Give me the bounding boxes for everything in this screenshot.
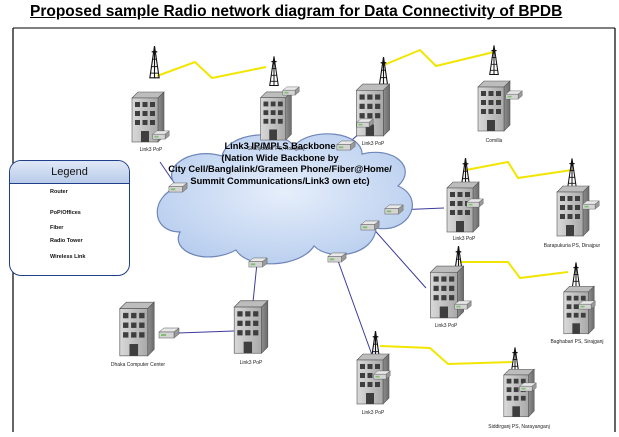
backbone-label-line: Link3 IP/MPLS Backbone	[224, 141, 336, 151]
backbone-label-line: City Cell/Banglalink/Grameen Phone/Fiber…	[168, 164, 392, 174]
node-label-barapukuria: Barapukuria PS, Dinajpur	[543, 243, 601, 249]
fiber-link-dhaka	[177, 330, 235, 334]
building-icon	[233, 300, 269, 354]
router-icon	[519, 382, 537, 392]
radio-tower-icon	[489, 45, 499, 75]
node-label-dhaka: Dhaka Computer Center	[110, 362, 166, 368]
building-icon	[119, 301, 155, 357]
wireless-links	[156, 48, 573, 366]
wireless-link-baghabari	[460, 261, 569, 280]
backbone-label-line: Summit Communications/Link3 own etc)	[190, 175, 370, 186]
node-label-pop-bottom: Link3 PoP	[361, 410, 385, 416]
router-icon	[152, 130, 170, 140]
radio-tower-icon	[567, 158, 577, 188]
wireless-link-shahjibazar	[156, 60, 267, 80]
router-icon	[454, 300, 472, 310]
router-icon	[327, 252, 347, 263]
fiber-link-bottom	[336, 257, 373, 356]
building-icon	[503, 368, 535, 418]
radio-tower-icon	[149, 45, 160, 79]
wireless-link-barapukuria	[465, 160, 573, 180]
router-icon	[282, 86, 300, 96]
node-label-pop-right-2: Link3 PoP	[434, 323, 458, 329]
router-icon	[505, 90, 523, 100]
radio-tower-icon	[269, 56, 279, 86]
node-label-baghabari: Baghabari PS, Sirajganj	[550, 339, 604, 345]
router-icon	[373, 370, 391, 380]
node-label-comilla: Comilla	[485, 138, 503, 144]
legend-item-pop-offices: PoP/Offices	[50, 210, 81, 216]
building-icon	[556, 185, 590, 237]
legend-item-fiber: Fiber	[50, 225, 64, 231]
building-icon	[355, 83, 391, 137]
router-icon	[248, 257, 268, 268]
legend-item-radio-tower: Radio Tower	[50, 238, 83, 244]
node-label-siddirganj: Siddirganj PS, Narayanganj	[488, 424, 550, 430]
router-icon	[356, 118, 374, 128]
router-icon	[466, 198, 484, 208]
node-label-pop-bottom-left: Link3 PoP	[239, 360, 263, 366]
wireless-link-siddirganj	[379, 345, 513, 366]
node-label-pop-top-left: Link3 PoP	[139, 147, 163, 153]
router-icon	[578, 300, 596, 310]
building-icon	[477, 80, 511, 132]
legend-item-wireless-link: Wireless Link	[50, 254, 86, 260]
diagram-title: Proposed sample Radio network diagram fo…	[30, 3, 563, 20]
legend-box: Legend Router PoP/Offices Fiber Radio To…	[9, 160, 130, 276]
node-label-pop-right-1: Link3 PoP	[452, 236, 476, 242]
router-icon	[360, 220, 380, 231]
node-label-pop-top-center: Link3 PoP	[361, 141, 385, 147]
fiber-link-bottom-left	[252, 262, 258, 303]
backbone-cloud	[156, 133, 413, 265]
backbone-label: Link3 IP/MPLS Backbone (Nation Wide Back…	[150, 141, 410, 187]
fiber-link-right-2	[369, 224, 427, 289]
router-icon	[582, 200, 600, 210]
router-icon	[384, 204, 404, 215]
wireless-link-comilla	[383, 48, 495, 68]
building-icon	[260, 91, 292, 141]
legend-title: Legend	[10, 161, 129, 184]
router-icon	[158, 327, 180, 339]
building-icon	[429, 265, 465, 319]
building-icon	[563, 285, 595, 335]
node-label-shahjibazar: Shahjibazar PS, Hobiganj	[247, 146, 305, 152]
legend-item-router: Router	[50, 189, 68, 195]
backbone-label-line: (Nation Wide Backbone by	[221, 152, 339, 163]
